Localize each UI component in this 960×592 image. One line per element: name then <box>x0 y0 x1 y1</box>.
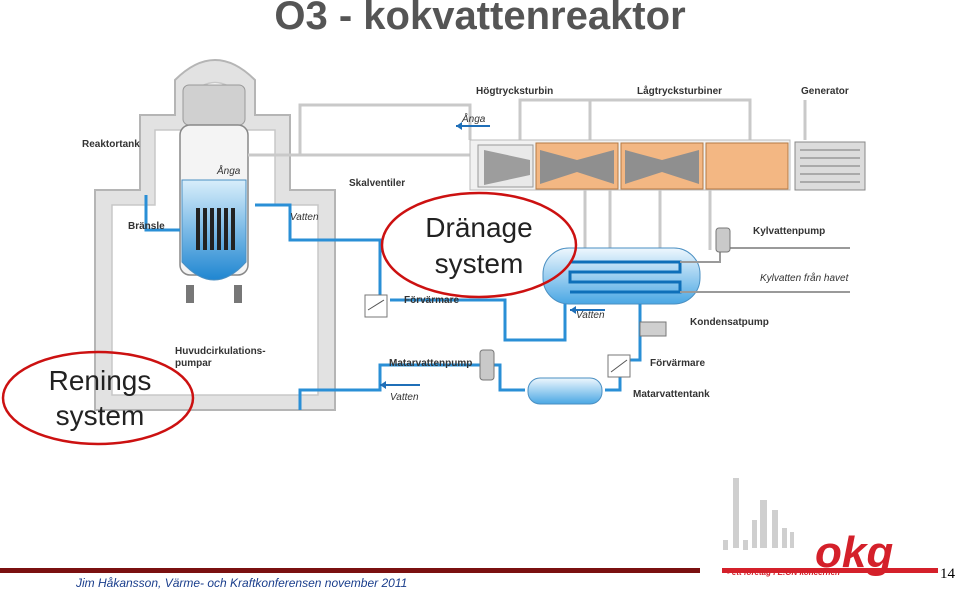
label-vatten-bottom: Vatten <box>390 392 419 403</box>
label-reaktortank: Reaktortank <box>82 139 140 150</box>
label-matarvattenpump: Matarvattenpump <box>389 358 472 369</box>
label-vatten-reactor: Vatten <box>290 212 319 223</box>
feedwater-heater-1 <box>364 294 388 318</box>
label-anga-reactor: Ånga <box>216 164 241 177</box>
callout-dranage-ellipse <box>380 191 578 299</box>
label-kylvattenpump: Kylvattenpump <box>753 226 825 237</box>
reactor-vessel <box>179 84 249 303</box>
condenser <box>542 247 701 305</box>
okg-logo: okg - ett företag i E.ON koncernen <box>722 478 938 577</box>
label-vatten-mid: Vatten <box>576 310 605 321</box>
turbine-hall <box>469 139 866 191</box>
steam-lines <box>248 98 807 157</box>
callout-renings-2: system <box>56 400 145 431</box>
label-huvudcirk-2: pumpar <box>175 358 212 369</box>
callout-dranage-1: Dränage <box>425 212 532 243</box>
footer-text: Jim Håkansson, Värme- och Kraftkonferens… <box>76 576 408 590</box>
callout-renings-1: Renings <box>49 365 152 396</box>
callout-dranage-2: system <box>435 248 524 279</box>
footer-bar <box>0 568 700 573</box>
okg-logo-tagline: - ett företag i E.ON koncernen <box>727 568 840 577</box>
feedwater-tank <box>527 377 603 405</box>
label-forvarmare-1: Förvärmare <box>404 295 459 306</box>
label-skalventiler: Skalventiler <box>349 178 405 189</box>
label-generator: Generator <box>801 86 849 97</box>
label-lagtrycksturbiner: Lågtrycksturbiner <box>637 85 722 97</box>
label-kondensatpump: Kondensatpump <box>690 317 769 328</box>
cooling-water-pump <box>715 227 731 253</box>
label-bransle: Bränsle <box>128 221 165 232</box>
label-matarvattentank: Matarvattentank <box>633 389 710 400</box>
label-huvudcirk-1: Huvudcirkulations- <box>175 346 266 357</box>
feedwater-pump <box>479 349 495 381</box>
cooling-water-line <box>680 247 850 293</box>
okg-logo-chimneys <box>723 478 794 550</box>
condensate-pump <box>639 321 667 337</box>
label-anga-top: Ånga <box>461 112 486 125</box>
page-number: 14 <box>940 566 955 582</box>
callout-renings-ellipse <box>1 350 195 446</box>
low-pressure-turbine-3 <box>705 142 789 190</box>
label-hogtrycksturbin: Högtrycksturbin <box>476 86 553 97</box>
page-title: O3 - kokvattenreaktor <box>274 0 686 38</box>
fuel-rods <box>196 208 235 250</box>
feedwater-heater-2 <box>607 354 631 378</box>
label-kylvatten: Kylvatten från havet <box>760 272 850 284</box>
label-forvarmare-2: Förvärmare <box>650 358 705 369</box>
